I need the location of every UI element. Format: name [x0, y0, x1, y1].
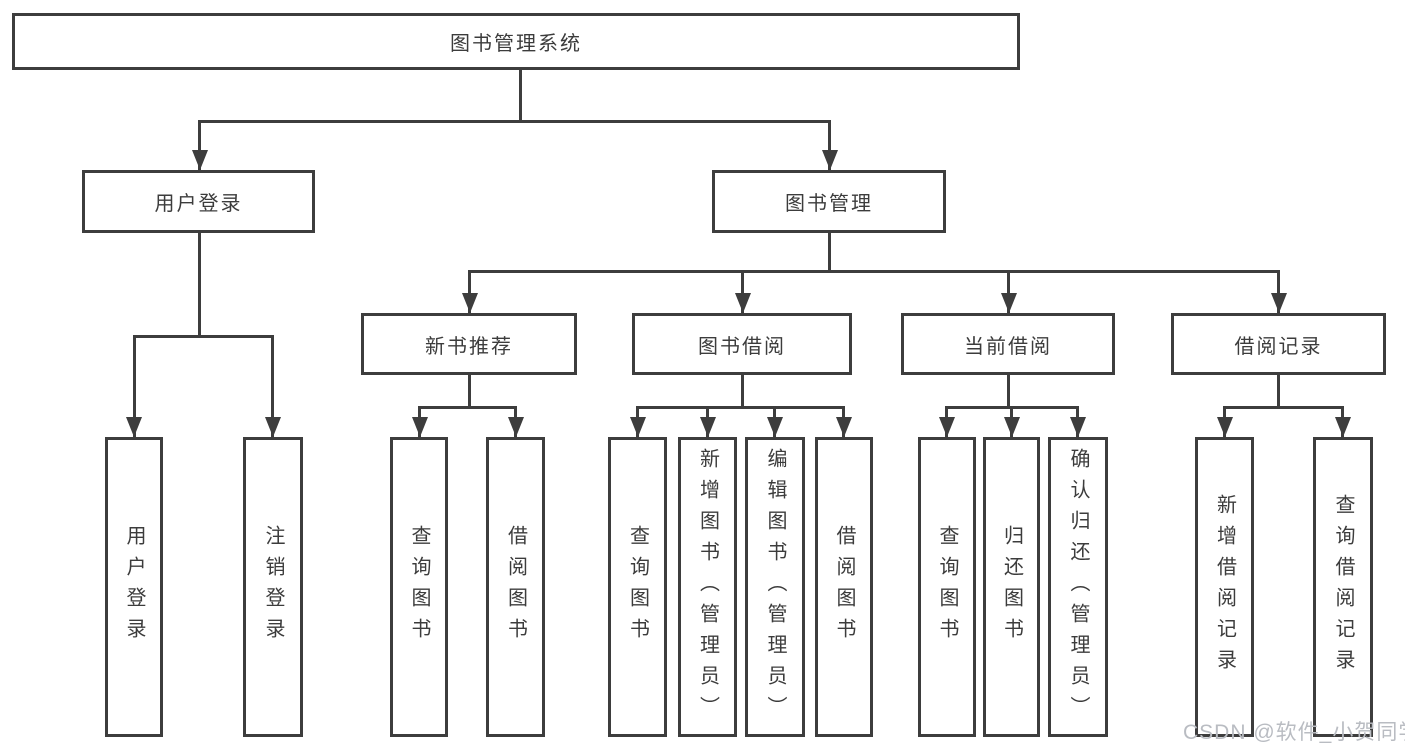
arrowhead-book-management — [822, 150, 838, 170]
node-new-book-recommend: 新书推荐 — [361, 313, 577, 375]
connector-book-borrow-rail — [636, 406, 845, 409]
node-user-login: 用户登录 — [82, 170, 315, 233]
node-book-management-label: 图书管理 — [785, 193, 873, 215]
arrowhead-return-books — [1004, 417, 1020, 437]
leaf-confirm-return-admin-label: 确认归还（管理员） — [1067, 447, 1089, 727]
node-book-borrow: 图书借阅 — [632, 313, 852, 375]
leaf-edit-books-admin-label: 编辑图书（管理员） — [764, 447, 786, 727]
leaf-confirm-return-admin: 确认归还（管理员） — [1048, 437, 1108, 737]
connector-to-current-borrow — [1007, 270, 1010, 313]
connector-user-login-stem — [198, 233, 201, 337]
connector-book-management-rail — [468, 270, 1280, 273]
arrowhead-recommend-borrow — [508, 417, 524, 437]
arrowhead-user-login — [192, 150, 208, 170]
leaf-borrow-query-books-label: 查询图书 — [626, 525, 649, 649]
node-current-borrow: 当前借阅 — [901, 313, 1115, 375]
arrowhead-current-borrow — [1001, 293, 1017, 313]
arrowhead-recommend-query — [412, 417, 428, 437]
connector-borrow-records-rail — [1223, 406, 1344, 409]
leaf-borrow-borrow-books-label: 借阅图书 — [833, 525, 855, 649]
node-new-book-recommend-label: 新书推荐 — [425, 335, 513, 358]
leaf-return-books-label: 归还图书 — [1000, 525, 1023, 649]
leaf-user-login-label: 用户登录 — [123, 525, 145, 649]
connector-book-borrow-stem — [741, 375, 744, 408]
connector-to-leaf-logout — [271, 335, 274, 437]
leaf-recommend-query-books-label: 查询图书 — [408, 525, 430, 649]
leaf-query-borrow-record: 查询借阅记录 — [1313, 437, 1373, 737]
leaf-query-borrow-record-label: 查询借阅记录 — [1332, 494, 1354, 680]
connector-to-book-borrow — [741, 270, 744, 313]
arrowhead-add-record — [1217, 417, 1233, 437]
csdn-watermark: CSDN @软件_小贺同学 — [1183, 721, 1405, 744]
leaf-add-books-admin-label: 新增图书（管理员） — [696, 447, 719, 727]
connector-to-leaf-user-login — [133, 335, 136, 437]
leaf-logout: 注销登录 — [243, 437, 303, 737]
connector-to-user-login — [198, 120, 201, 170]
connector-user-login-rail — [133, 335, 274, 338]
arrowhead-current-query — [939, 417, 955, 437]
connector-to-book-management — [828, 120, 831, 170]
connector-book-management-stem — [828, 233, 831, 272]
leaf-recommend-borrow-books-label: 借阅图书 — [504, 525, 527, 649]
arrowhead-book-borrow — [735, 293, 751, 313]
leaf-current-query-books-label: 查询图书 — [936, 525, 958, 649]
node-root: 图书管理系统 — [12, 13, 1020, 70]
arrowhead-edit-books — [767, 417, 783, 437]
leaf-recommend-borrow-books: 借阅图书 — [486, 437, 545, 737]
node-borrow-records-label: 借阅记录 — [1234, 335, 1323, 358]
connector-root-rail — [198, 120, 831, 123]
arrowhead-borrow-books — [836, 417, 852, 437]
node-current-borrow-label: 当前借阅 — [964, 335, 1052, 358]
arrowhead-add-books — [700, 417, 716, 437]
arrowhead-borrow-records — [1271, 293, 1287, 313]
arrowhead-confirm-return — [1070, 417, 1086, 437]
arrowhead-leaf-logout — [265, 417, 281, 437]
connector-current-borrow-stem — [1007, 375, 1010, 408]
leaf-edit-books-admin: 编辑图书（管理员） — [745, 437, 805, 737]
node-user-login-label: 用户登录 — [154, 193, 243, 215]
arrowhead-query-record — [1335, 417, 1351, 437]
node-book-management: 图书管理 — [712, 170, 946, 233]
leaf-logout-label: 注销登录 — [262, 525, 284, 649]
arrowhead-new-book-recommend — [462, 293, 478, 313]
connector-recommend-rail — [418, 406, 517, 409]
connector-to-borrow-records — [1277, 270, 1280, 313]
arrowhead-leaf-user-login — [126, 417, 142, 437]
arrowhead-borrow-query — [630, 417, 646, 437]
leaf-add-borrow-record: 新增借阅记录 — [1195, 437, 1254, 737]
leaf-recommend-query-books: 查询图书 — [390, 437, 448, 737]
node-book-borrow-label: 图书借阅 — [698, 335, 786, 358]
connector-borrow-records-stem — [1277, 375, 1280, 408]
leaf-borrow-query-books: 查询图书 — [608, 437, 667, 737]
leaf-current-query-books: 查询图书 — [918, 437, 976, 737]
node-borrow-records: 借阅记录 — [1171, 313, 1386, 375]
connector-root-stem — [519, 70, 522, 122]
leaf-user-login: 用户登录 — [105, 437, 163, 737]
leaf-return-books: 归还图书 — [983, 437, 1040, 737]
leaf-add-books-admin: 新增图书（管理员） — [678, 437, 737, 737]
leaf-add-borrow-record-label: 新增借阅记录 — [1213, 494, 1236, 680]
node-root-label: 图书管理系统 — [450, 33, 582, 55]
connector-to-new-book-recommend — [468, 270, 471, 313]
leaf-borrow-borrow-books: 借阅图书 — [815, 437, 873, 737]
connector-recommend-stem — [468, 375, 471, 408]
